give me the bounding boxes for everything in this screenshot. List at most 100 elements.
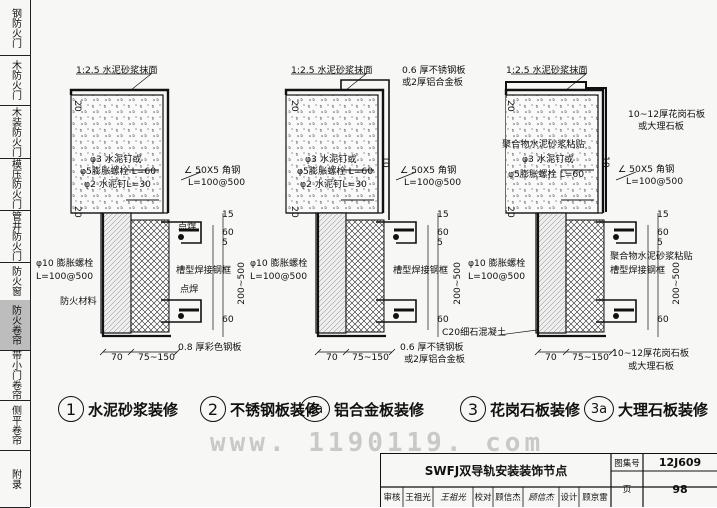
sidebar-item-label: 带小门卷帘	[9, 350, 21, 400]
dim-tick	[127, 348, 135, 356]
sidebar-item-7[interactable]: 带小门卷帘	[0, 350, 30, 401]
fire-material	[345, 219, 385, 333]
label-nail-b: φ5膨胀螺栓 L=60	[80, 166, 157, 177]
label-bolt-spacing: L=100@500	[468, 271, 526, 282]
leader-line	[498, 329, 538, 336]
caption-number: 2a	[300, 396, 330, 422]
label-nail-b: φ5膨胀螺栓 L=60	[297, 166, 374, 177]
sidebar-item-6[interactable]: 防火卷帘	[0, 300, 30, 351]
cladding-sheet	[101, 213, 171, 338]
label-dim-20: 20	[505, 100, 516, 112]
label-dim-70: 70	[545, 352, 557, 363]
drawing-title: SWFJ双导轨安装装饰节点	[424, 464, 568, 478]
label-bolt-spacing: L=100@500	[250, 271, 308, 282]
sidebar-item-8[interactable]: 侧平卷帘	[0, 400, 30, 451]
caption-text: 水泥砂浆装修	[88, 400, 179, 419]
label-nail-a: φ3 水泥钉或	[90, 154, 142, 165]
sidebar-item-label: 管井防火门	[9, 211, 21, 261]
label-spot-weld: 点焊	[180, 284, 199, 295]
label-spot-weld: 点焊	[178, 221, 197, 232]
spot-weld-dot	[393, 313, 399, 319]
concrete-wall	[70, 94, 164, 214]
check-label: 校对	[474, 493, 492, 503]
label-mortar-top: 1:2.5 水泥砂浆抹面	[76, 65, 158, 76]
label-dim-60: 60	[657, 314, 669, 325]
sidebar-item-2[interactable]: 木装防火门	[0, 105, 30, 159]
cladding-sheet	[536, 213, 606, 338]
label-dim-75-150: 75~150	[572, 352, 609, 363]
label-bolt-spacing: L=100@500	[36, 271, 94, 282]
sidebar-item-label: 防火窗	[9, 266, 21, 296]
finish-layer	[504, 88, 605, 213]
label-dim-15: 15	[222, 209, 234, 220]
reviewer-signature: 王祖光	[440, 493, 466, 503]
caption-number: 2	[200, 396, 226, 422]
sidebar-item-0[interactable]: 钢防火门	[0, 0, 30, 56]
label-dim-20: 20	[505, 206, 516, 218]
sidebar-item-3[interactable]: 模压防火门	[0, 158, 30, 211]
channel-frame	[161, 221, 202, 323]
label-dim-60: 60	[222, 227, 234, 238]
finish-layer	[69, 88, 170, 213]
fire-material	[130, 219, 170, 333]
granite-cladding	[505, 81, 607, 212]
guide-rails	[394, 228, 414, 312]
label-angle: ∠ 50X5 角钢	[184, 165, 241, 176]
label-mortar-top: 1:2.5 水泥砂浆抹面	[291, 65, 373, 76]
caption-text: 铝合金板装修	[334, 400, 425, 419]
caption-text: 不锈钢板装修	[230, 400, 321, 419]
label-dim-60: 60	[437, 314, 449, 325]
cladding-sheet	[316, 213, 386, 338]
caption-text: 花岗石板装修	[490, 400, 581, 419]
sidebar-item-9[interactable]: 附录	[0, 450, 30, 508]
sidebar-item-label: 模压防火门	[9, 159, 21, 209]
label-angle: ∠ 50X5 角钢	[618, 164, 675, 175]
atlas-number: 12J609	[658, 456, 702, 469]
page-label: 页	[622, 485, 632, 495]
label-nail-a: φ3 水泥钉或	[305, 154, 357, 165]
sidebar-item-label: 附录	[9, 468, 21, 489]
guide-rails	[179, 228, 199, 312]
sidebar-item-1[interactable]: 木防火门	[0, 55, 30, 106]
granite-backing	[506, 98, 594, 210]
label-angle-spacing: L=100@500	[404, 177, 462, 188]
label-nail-c: φ2 水泥钉L=30	[84, 179, 151, 190]
dim-tick	[608, 348, 616, 356]
dim-tick	[534, 348, 542, 356]
finish-layer	[284, 88, 385, 213]
reviewer-name: 王祖光	[405, 493, 431, 503]
spot-weld-dot	[178, 234, 184, 240]
label-channel-frame: 槽型焊接钢框	[610, 265, 666, 276]
lower-wall	[100, 212, 132, 334]
label-dim-5: 5	[222, 237, 228, 248]
label-dim-200-500: 200~500	[671, 262, 682, 305]
label-dim-70: 70	[326, 352, 338, 363]
dim-tick	[388, 348, 396, 356]
caption-number: 3a	[584, 396, 614, 422]
label-color-steel: 0.8 厚彩色钢板	[178, 342, 242, 353]
label-dim-20: 20	[72, 206, 83, 218]
label-marble-top: 或大理石板	[638, 121, 684, 132]
label-marble-top: 或大理石板	[628, 361, 674, 372]
leader-line	[180, 171, 202, 181]
sidebar-item-5[interactable]: 防火窗	[0, 262, 30, 301]
caption-number: 1	[58, 396, 84, 422]
spot-weld-dot	[178, 313, 184, 319]
checker-name: 顾信杰	[495, 493, 521, 503]
label-nail-c: φ2 水泥钉L=30	[300, 179, 367, 190]
caption-number: 3	[460, 396, 486, 422]
label-al-plate: 或2厚铝合金板	[402, 77, 463, 88]
label-mortar-top: 1:2.5 水泥砂浆抹面	[506, 65, 588, 76]
sidebar-item-4[interactable]: 管井防火门	[0, 210, 30, 263]
caption-text: 大理石板装修	[618, 400, 709, 419]
concrete-wall	[285, 94, 379, 214]
leader-line	[76, 73, 152, 91]
review-label: 审核	[383, 493, 401, 503]
sidebar-item-label: 木装防火门	[9, 106, 21, 157]
page-number: 98	[672, 482, 688, 496]
label-dim-10: 10	[380, 156, 391, 168]
